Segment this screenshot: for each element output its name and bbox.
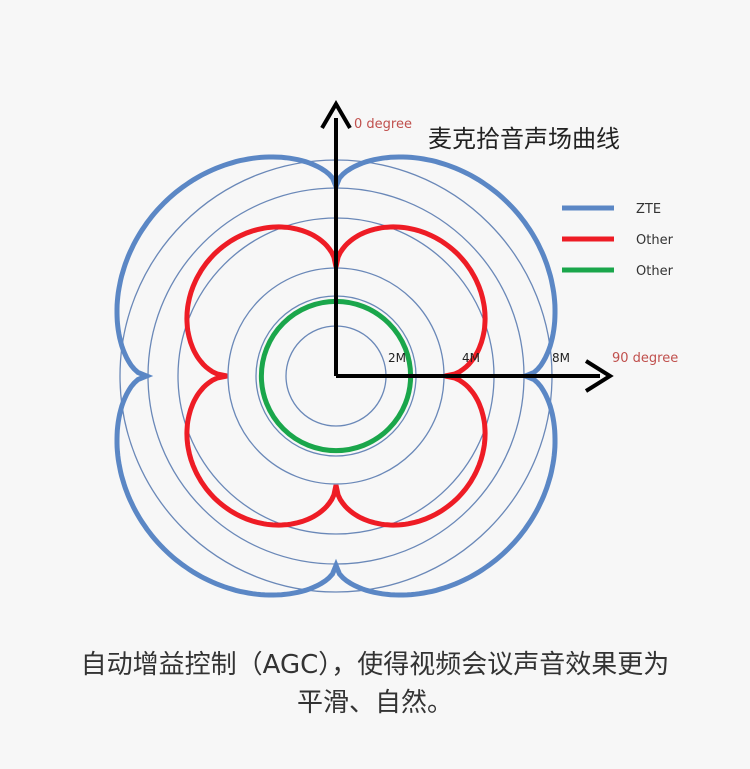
caption-line-2: 平滑、自然。 — [296, 688, 453, 718]
axes — [320, 100, 614, 393]
legend-label-3: Other — [636, 264, 674, 279]
series-curve-2 — [184, 224, 488, 528]
polar-chart: 0 degree 90 degree 2M 4M 8M 麦克拾音声场曲线 ZTE Ot… — [114, 100, 678, 598]
legend-label-1: ZTE — [636, 202, 661, 217]
horizontal-axis-arrowhead — [584, 359, 614, 393]
series-curve-1 — [114, 154, 558, 598]
chart-title: 麦克拾音声场曲线 — [428, 125, 620, 153]
caption-line-1: 自动增益控制（AGC），使得视频会议声音效果更为 — [80, 650, 670, 680]
vertical-axis-label: 0 degree — [354, 117, 412, 132]
tick-label-2M: 2M — [388, 351, 406, 365]
horizontal-axis-label: 90 degree — [612, 351, 678, 366]
caption: 自动增益控制（AGC），使得视频会议声音效果更为 平滑、自然。 — [0, 646, 750, 722]
vertical-axis-arrowhead — [320, 100, 352, 130]
tick-label-4M: 4M — [462, 351, 480, 365]
radial-tick-labels: 2M 4M 8M — [388, 351, 570, 365]
tick-label-8M: 8M — [552, 351, 570, 365]
legend-label-2: Other — [636, 233, 674, 248]
